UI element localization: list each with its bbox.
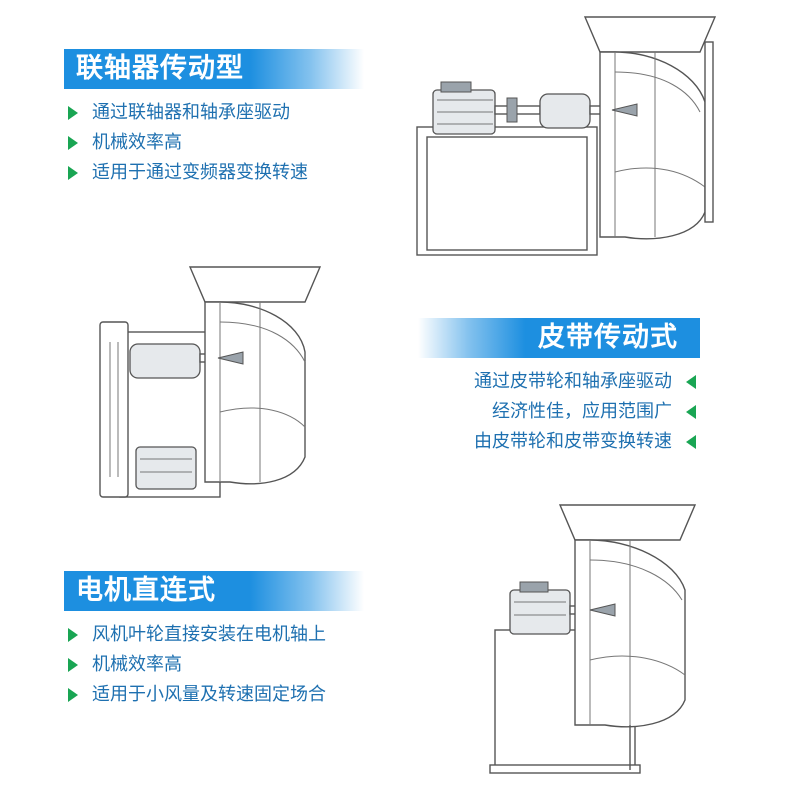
direct-drive-feature-list: 风机叶轮直接安装在电机轴上 机械效率高 适用于小风量及转速固定场合 xyxy=(68,620,326,710)
green-triangle-bullet-icon xyxy=(686,405,696,419)
belt-drive-feature-list: 通过皮带轮和轴承座驱动 经济性佳，应用范围广 由皮带轮和皮带变换转速 xyxy=(474,367,696,457)
green-triangle-bullet-icon xyxy=(68,106,78,120)
belt-drive-title-banner: 皮带传动式 xyxy=(418,318,700,358)
green-triangle-bullet-icon xyxy=(68,658,78,672)
green-triangle-bullet-icon xyxy=(686,375,696,389)
green-triangle-bullet-icon xyxy=(68,628,78,642)
coupling-drive-title: 联轴器传动型 xyxy=(76,53,244,84)
green-triangle-bullet-icon xyxy=(686,435,696,449)
feature-item: 由皮带轮和皮带变换转速 xyxy=(474,427,696,457)
direct-drive-title: 电机直连式 xyxy=(76,575,216,606)
feature-item: 机械效率高 xyxy=(68,650,326,680)
feature-item: 风机叶轮直接安装在电机轴上 xyxy=(68,620,326,650)
feature-item: 经济性佳，应用范围广 xyxy=(474,397,696,427)
green-triangle-bullet-icon xyxy=(68,688,78,702)
belt-drive-title: 皮带传动式 xyxy=(538,322,678,353)
direct-drive-title-banner: 电机直连式 xyxy=(64,571,364,611)
green-triangle-bullet-icon xyxy=(68,166,78,180)
direct-drive-fan-drawing xyxy=(489,504,697,774)
feature-item: 适用于通过变频器变换转速 xyxy=(68,158,308,188)
feature-item: 机械效率高 xyxy=(68,128,308,158)
coupling-drive-title-banner: 联轴器传动型 xyxy=(64,49,364,89)
coupling-drive-feature-list: 通过联轴器和轴承座驱动 机械效率高 适用于通过变频器变换转速 xyxy=(68,98,308,188)
feature-item: 通过联轴器和轴承座驱动 xyxy=(68,98,308,128)
feature-item: 通过皮带轮和轴承座驱动 xyxy=(474,367,696,397)
green-triangle-bullet-icon xyxy=(68,136,78,150)
coupling-drive-fan-drawing xyxy=(416,16,717,256)
feature-item: 适用于小风量及转速固定场合 xyxy=(68,680,326,710)
belt-drive-fan-drawing xyxy=(99,266,322,498)
